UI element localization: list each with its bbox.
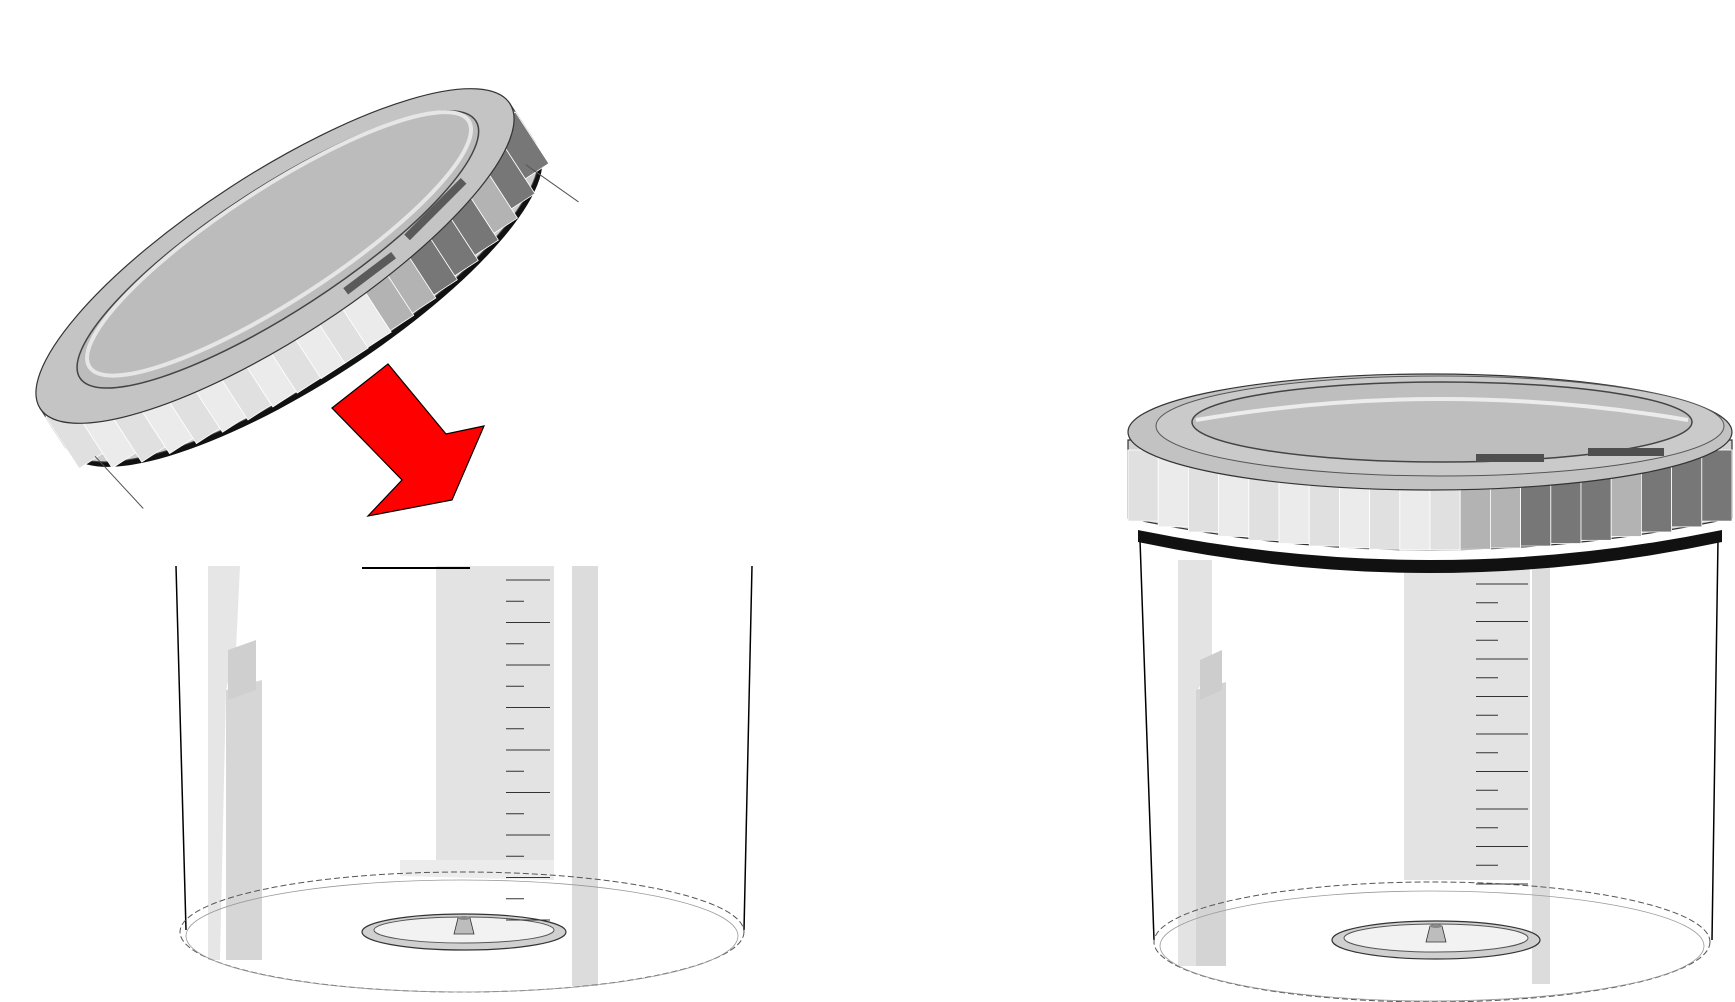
jar-right-wall bbox=[744, 566, 752, 930]
jar-inner-stripe bbox=[572, 566, 598, 986]
jar-left-wall bbox=[1140, 540, 1154, 940]
jar-right-wall bbox=[1712, 540, 1718, 940]
tilted-lid bbox=[0, 33, 589, 526]
jar-bottom-boss bbox=[362, 914, 566, 950]
lid-top-marker bbox=[1476, 454, 1544, 462]
lid bbox=[1128, 374, 1732, 550]
jar-inner-stripe bbox=[1196, 682, 1226, 966]
jar-inner-stripe bbox=[228, 640, 256, 700]
jar bbox=[1140, 540, 1718, 1002]
jar-inner-stripe bbox=[1404, 560, 1530, 880]
lid-top-marker bbox=[1588, 448, 1664, 456]
jar-left-wall bbox=[176, 566, 186, 930]
closed-jar-panel bbox=[1128, 374, 1732, 1002]
down-right-arrow-icon bbox=[332, 364, 484, 516]
open-jar-panel bbox=[0, 33, 752, 992]
jar-inner-stripe bbox=[226, 680, 262, 960]
jar-inner-stripe bbox=[436, 566, 554, 866]
jar-bottom-boss bbox=[1332, 921, 1540, 959]
lid-grip-segment bbox=[1702, 450, 1732, 521]
lid-grip-segment bbox=[1128, 450, 1158, 521]
jar-inner-stripe bbox=[1532, 560, 1550, 984]
open-jar bbox=[176, 566, 752, 992]
